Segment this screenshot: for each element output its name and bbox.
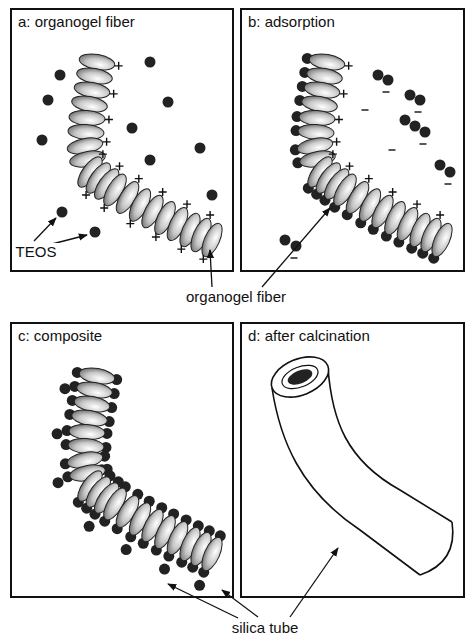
teos-molecule <box>59 383 70 394</box>
leader-arrow <box>262 208 330 287</box>
teos-molecule <box>163 97 174 108</box>
positive-charge <box>345 62 353 70</box>
negative-charge <box>291 257 298 258</box>
positive-charge <box>100 204 108 212</box>
positive-charge <box>413 200 421 208</box>
teos-molecule <box>280 235 291 246</box>
positive-charge <box>389 188 397 196</box>
figure-panel: a: organogel fiber <box>10 8 234 272</box>
teos-molecule <box>57 207 68 218</box>
leader-arrow <box>290 548 338 617</box>
panel-title: d: after calcination <box>245 326 373 346</box>
gelator-unit <box>198 221 227 260</box>
positive-charge <box>340 90 348 98</box>
positive-charge <box>82 191 90 199</box>
callout-label: TEOS <box>13 243 60 261</box>
panel-illustration <box>280 51 457 263</box>
teos-molecule <box>400 115 411 126</box>
leader-arrow <box>168 584 238 618</box>
figure-panel: c: composite <box>10 322 234 598</box>
gelator-unit <box>198 535 227 574</box>
teos-molecule <box>53 477 64 488</box>
leader-arrow <box>34 218 56 241</box>
negative-charge <box>420 143 427 144</box>
gelator-unit <box>428 221 457 260</box>
figure-panel: b: adsorption <box>240 8 465 272</box>
teos-molecule <box>145 155 156 166</box>
teos-molecule <box>55 70 66 81</box>
teos-molecule <box>194 580 205 591</box>
teos-molecule <box>383 75 394 86</box>
positive-charge <box>206 211 214 219</box>
teos-molecule <box>445 167 456 178</box>
positive-charge <box>329 150 337 158</box>
figure-panel: d: after calcination <box>240 322 465 598</box>
negative-charge <box>362 109 369 110</box>
teos-molecule <box>195 143 206 154</box>
positive-charge <box>152 233 160 241</box>
panel-illustration <box>52 365 227 590</box>
positive-charge <box>105 116 113 124</box>
positive-charge <box>135 175 143 183</box>
positive-charge <box>126 220 134 228</box>
teos-molecule <box>84 521 95 532</box>
negative-charge <box>415 111 422 112</box>
positive-charge <box>103 138 111 146</box>
panel-title: c: composite <box>15 326 105 346</box>
teos-molecule <box>121 544 132 555</box>
teos-molecule <box>159 564 170 575</box>
panel-title: a: organogel fiber <box>15 12 138 32</box>
teos-molecule <box>410 121 421 132</box>
teos-molecule <box>435 160 446 171</box>
positive-charge <box>116 162 124 170</box>
teos-molecule <box>43 95 54 106</box>
teos-molecule <box>207 190 218 201</box>
positive-charge <box>335 116 343 124</box>
callout-label: silica tube <box>229 619 302 637</box>
positive-charge <box>365 175 373 183</box>
leader-lines <box>34 208 338 618</box>
positive-charge <box>110 90 118 98</box>
teos-molecule <box>127 123 138 134</box>
teos-molecule <box>405 90 416 101</box>
leader-arrow <box>210 250 212 287</box>
positive-charge <box>199 255 207 263</box>
teos-molecule <box>90 227 101 238</box>
callout-label: organogel fiber <box>183 288 289 306</box>
teos-molecule <box>415 95 426 106</box>
silica-tube-drawing <box>265 349 452 575</box>
negative-charge <box>389 149 396 150</box>
panel-illustration <box>37 51 227 263</box>
teos-molecule <box>145 57 156 68</box>
positive-charge <box>159 188 167 196</box>
positive-charge <box>436 211 444 219</box>
negative-charge <box>445 183 452 184</box>
positive-charge <box>115 62 123 70</box>
teos-molecule <box>52 428 63 439</box>
teos-molecule <box>373 70 384 81</box>
negative-charge <box>383 91 390 92</box>
positive-charge <box>99 150 107 158</box>
panel-title: b: adsorption <box>245 12 338 32</box>
teos-molecule <box>37 135 48 146</box>
positive-charge <box>177 245 185 253</box>
teos-molecule <box>420 127 431 138</box>
positive-charge <box>183 200 191 208</box>
positive-charge <box>346 162 354 170</box>
positive-charge <box>333 138 341 146</box>
